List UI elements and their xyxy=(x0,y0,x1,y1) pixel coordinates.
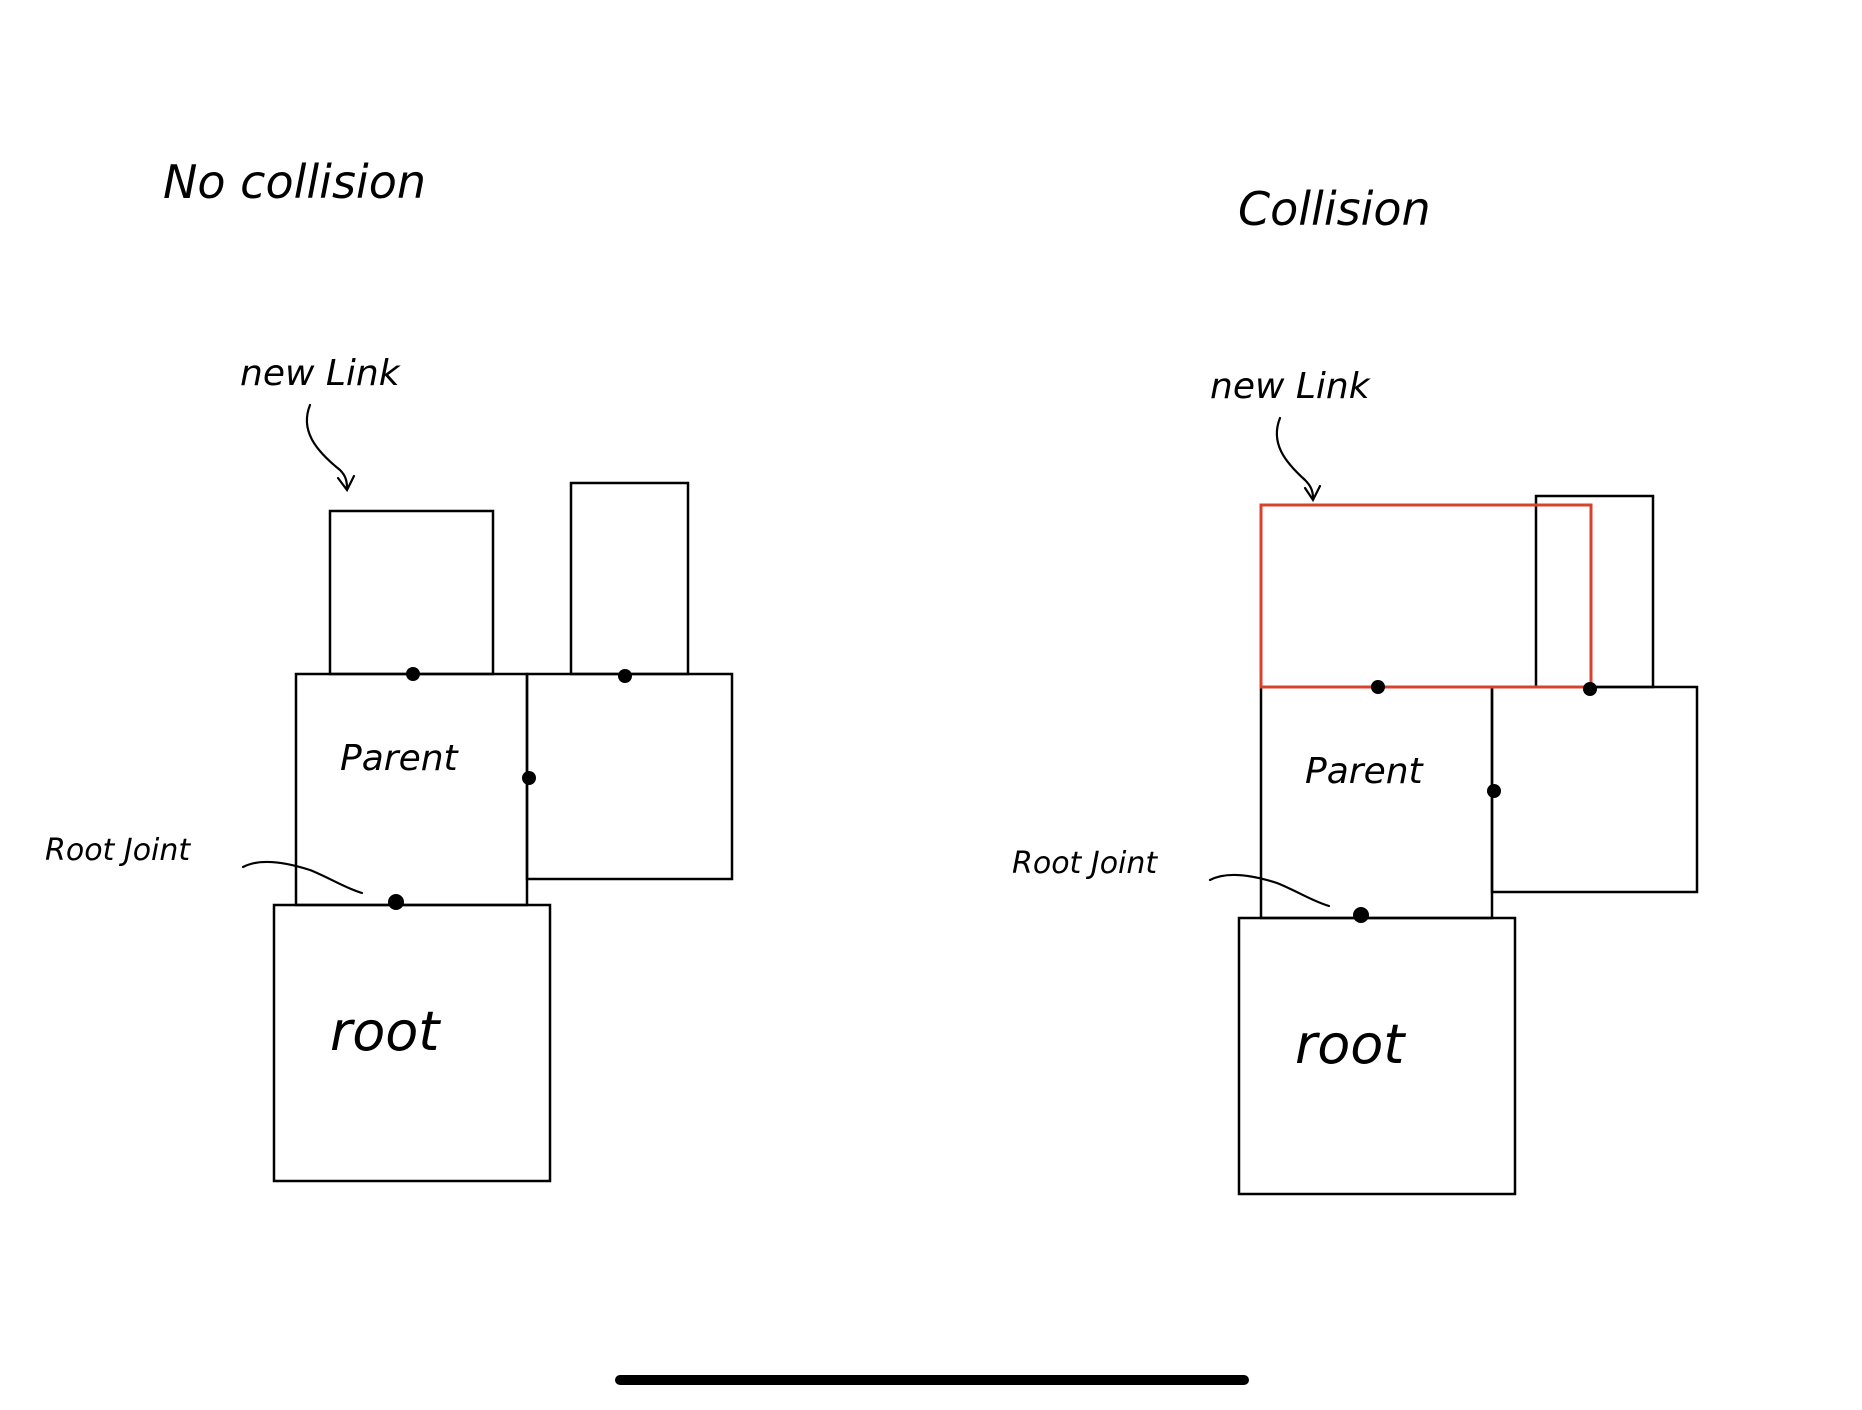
sibling-link-box xyxy=(569,481,690,676)
new-link-joint xyxy=(406,667,420,681)
side-link-box xyxy=(1490,685,1699,894)
root-label: root xyxy=(1295,1013,1406,1076)
side-link-box xyxy=(525,672,734,881)
panel-title: No collision xyxy=(163,155,426,209)
side-link-joint xyxy=(1487,784,1501,798)
parent-link-box xyxy=(294,672,529,907)
sibling-link-box xyxy=(1534,494,1655,689)
parent-link-box xyxy=(1259,685,1494,920)
root-joint xyxy=(1353,907,1369,923)
parent-label: Parent xyxy=(1305,751,1425,792)
root-joint xyxy=(388,894,404,910)
new-link-pointer-arrow xyxy=(305,403,356,493)
new-link-pointer-arrow xyxy=(1275,416,1322,503)
panel-no-collision: No collision new Link Parent root Root J… xyxy=(45,155,734,1183)
root-link-box xyxy=(272,903,552,1183)
new-link-label: new Link xyxy=(240,353,402,394)
panel-title: Collision xyxy=(1238,182,1431,236)
root-joint-label: Root Joint xyxy=(1012,846,1158,881)
parent-label: Parent xyxy=(340,738,460,779)
panel-collision: Collision new Link Parent root Root Join… xyxy=(1012,182,1699,1196)
root-link-box xyxy=(1237,916,1517,1196)
root-joint-pointer xyxy=(241,860,364,895)
root-joint-pointer xyxy=(1208,873,1331,908)
sibling-link-joint xyxy=(618,669,632,683)
new-link-box xyxy=(328,509,495,676)
sibling-link-joint xyxy=(1583,682,1597,696)
root-joint-label: Root Joint xyxy=(45,833,191,868)
new-link-joint xyxy=(1371,680,1385,694)
side-link-joint xyxy=(522,771,536,785)
colliding-new-link-box xyxy=(1259,503,1593,689)
home-indicator-bar xyxy=(615,1375,1249,1385)
root-label: root xyxy=(330,1000,441,1063)
new-link-label: new Link xyxy=(1210,366,1372,407)
